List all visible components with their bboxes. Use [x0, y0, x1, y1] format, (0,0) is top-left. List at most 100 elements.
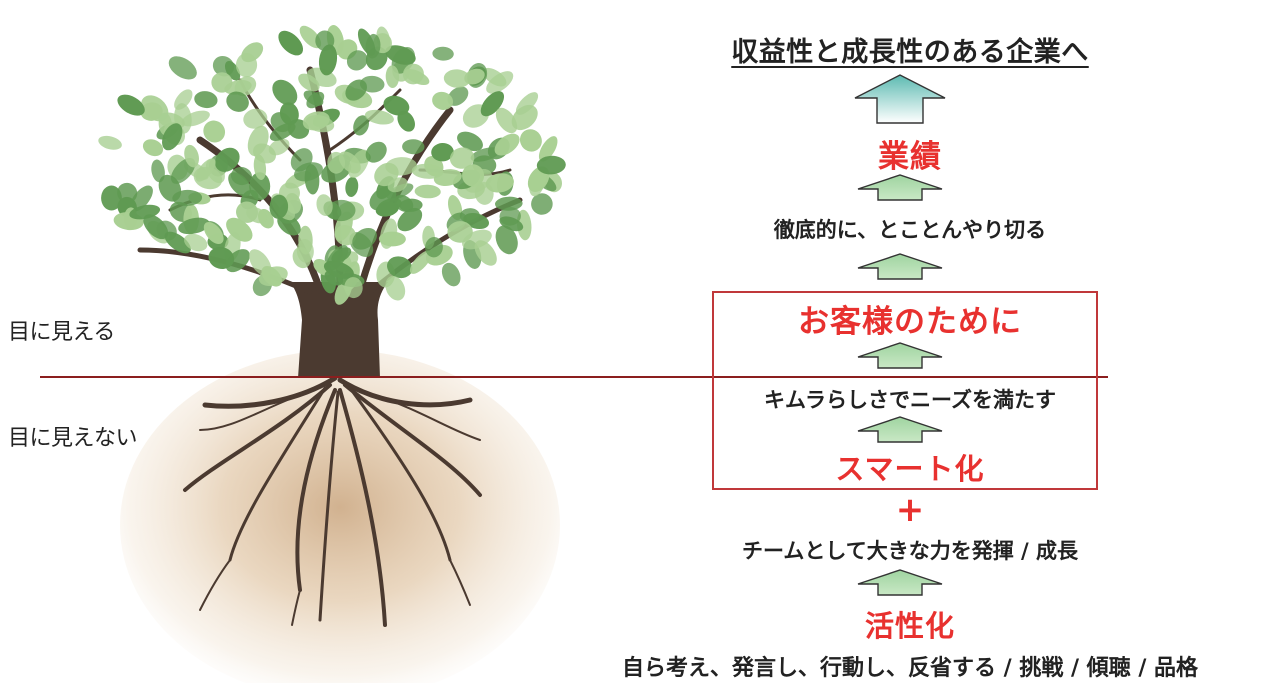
- leaf: [432, 91, 454, 110]
- leaf: [211, 72, 233, 93]
- leaf: [208, 246, 235, 270]
- leaf: [374, 162, 399, 187]
- up-arrow-icon-4: [857, 342, 943, 369]
- customer-label: お客様のために: [798, 304, 1022, 340]
- ground-line: [40, 376, 1108, 378]
- leaf: [235, 53, 258, 78]
- leaf: [383, 95, 410, 116]
- leaf: [151, 159, 165, 183]
- leaf: [298, 73, 320, 92]
- leaf: [230, 166, 253, 186]
- leaf: [348, 149, 370, 179]
- leaf: [365, 33, 381, 59]
- leaf: [140, 102, 163, 121]
- leaf: [462, 164, 485, 187]
- roots: [183, 375, 482, 627]
- activation-label: 活性化: [864, 609, 955, 643]
- leaf: [184, 144, 199, 168]
- leaf: [344, 277, 363, 299]
- leaf: [470, 147, 500, 162]
- leaf: [402, 63, 424, 85]
- leaf: [323, 260, 354, 279]
- leaf: [294, 162, 323, 182]
- leaf: [203, 221, 224, 245]
- leaf: [431, 142, 454, 162]
- leaf: [414, 184, 441, 199]
- needs-label: キムラらしさでニーズを満たす: [764, 388, 1056, 412]
- leaf: [327, 151, 346, 174]
- leaf: [178, 217, 210, 235]
- leaf: [499, 206, 521, 226]
- focus-box: [712, 291, 1098, 490]
- leaf: [164, 231, 191, 254]
- soil-glow: [120, 350, 560, 683]
- leaf: [318, 44, 338, 76]
- leaf: [538, 136, 558, 162]
- leaf: [474, 240, 497, 266]
- team-label: チームとして大きな力を発揮 / 成長: [741, 539, 1079, 563]
- leaf: [387, 256, 413, 279]
- leaf: [277, 213, 301, 236]
- leaf: [162, 123, 183, 151]
- leaf: [447, 221, 473, 243]
- leaf: [385, 65, 400, 88]
- leaf: [365, 141, 387, 163]
- leaf: [495, 225, 518, 255]
- leaf: [495, 196, 523, 211]
- thorough-label: 徹底的に、とことんやり切る: [773, 218, 1047, 242]
- leaf: [397, 207, 423, 232]
- up-arrow-icon-3: [857, 253, 943, 280]
- leaf: [98, 135, 122, 150]
- leaf: [345, 79, 367, 101]
- leaf: [353, 115, 369, 136]
- leaf: [117, 94, 145, 116]
- leaf: [142, 139, 164, 157]
- leaf: [449, 147, 475, 169]
- leaf: [129, 204, 161, 220]
- leaf: [168, 56, 197, 80]
- leaf: [184, 233, 208, 252]
- invisible-label: 目に見えない: [8, 426, 138, 451]
- visible-label: 目に見える: [8, 320, 115, 345]
- up-arrow-icon-1: [854, 74, 946, 124]
- leaf: [174, 89, 193, 110]
- leaf: [195, 158, 216, 182]
- leaf: [278, 30, 304, 56]
- leaf: [385, 45, 416, 65]
- leaf: [474, 181, 494, 205]
- leaf: [531, 193, 553, 215]
- leaf: [352, 227, 377, 250]
- leaf: [296, 239, 314, 263]
- up-arrow-icon-5: [857, 416, 943, 443]
- leaf: [302, 111, 330, 131]
- leaf: [203, 120, 226, 143]
- leaf: [443, 69, 471, 88]
- leaf: [519, 129, 542, 152]
- leaf: [143, 214, 169, 240]
- leaf: [485, 173, 514, 193]
- leaf: [346, 50, 368, 71]
- up-arrow-icon-6: [857, 569, 943, 596]
- leaf: [433, 169, 462, 187]
- leaf: [234, 76, 257, 97]
- leaf: [212, 55, 235, 77]
- leaf: [385, 275, 406, 301]
- leaf: [269, 194, 289, 219]
- leaf: [303, 90, 324, 106]
- leaf: [424, 155, 444, 177]
- leaf: [441, 262, 461, 287]
- leaf: [258, 266, 288, 287]
- leaf: [272, 79, 298, 106]
- leaf: [315, 30, 335, 51]
- leaf: [226, 91, 249, 112]
- leaf: [214, 147, 240, 172]
- goal-title: 収益性と成長性のある企業へ: [731, 37, 1089, 68]
- leaf: [194, 91, 218, 109]
- leaf: [397, 110, 415, 132]
- leaf: [495, 107, 518, 134]
- leaf: [425, 237, 443, 258]
- leaf: [464, 68, 485, 85]
- leaf: [409, 250, 432, 274]
- leaf: [236, 201, 258, 223]
